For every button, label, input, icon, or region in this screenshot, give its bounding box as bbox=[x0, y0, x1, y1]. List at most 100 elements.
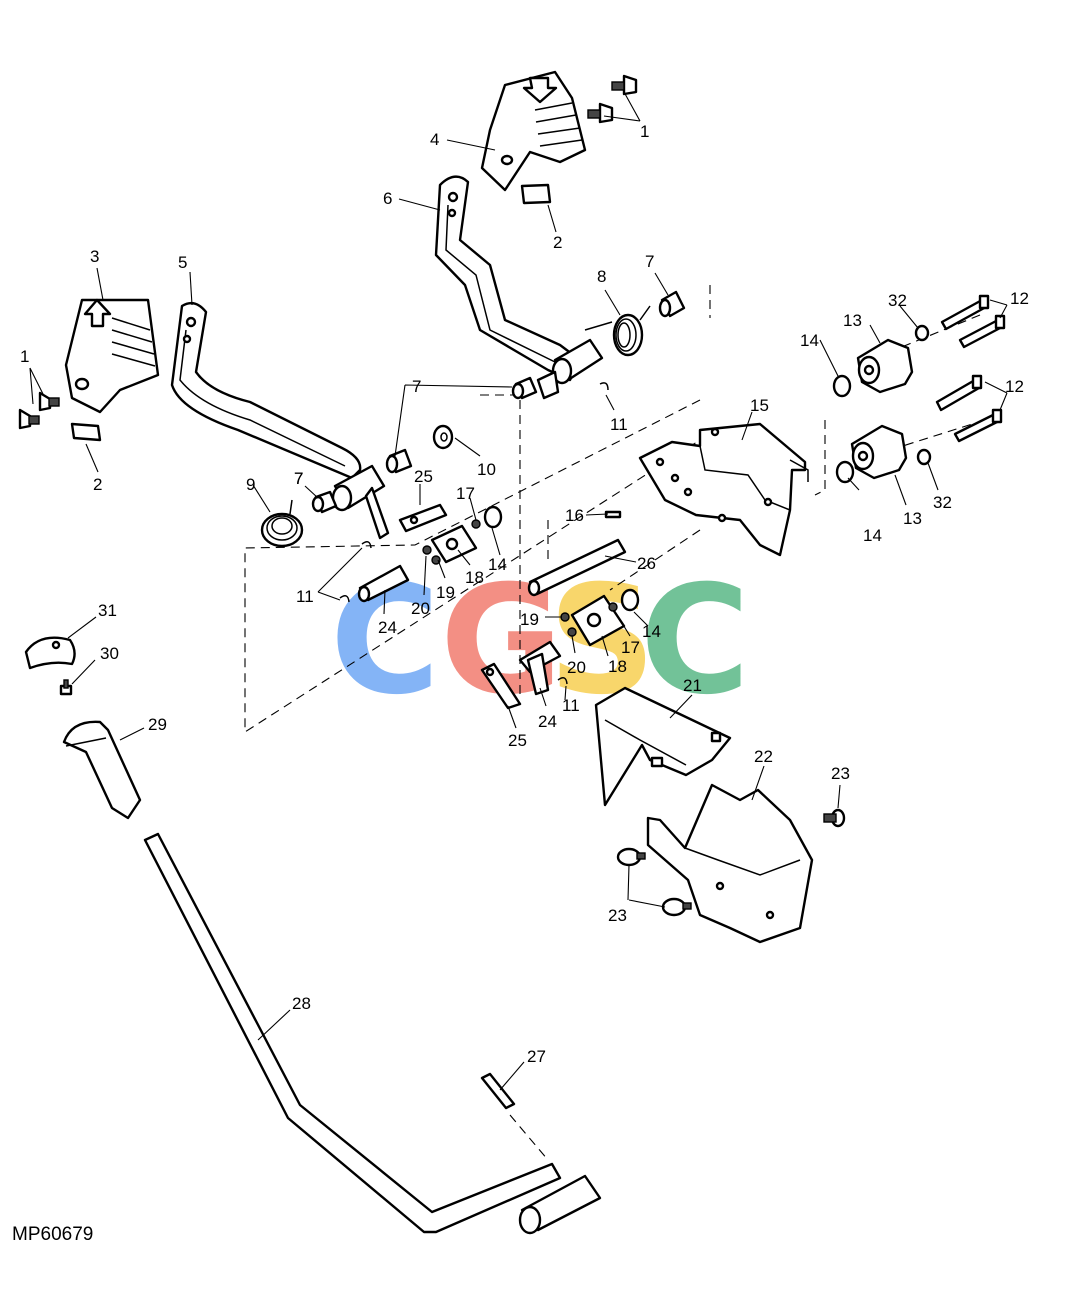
callout: 23 bbox=[831, 764, 850, 783]
callout: 14 bbox=[642, 622, 661, 641]
washer-32 bbox=[914, 324, 930, 342]
link-bar-lower bbox=[480, 662, 522, 710]
e-clip bbox=[599, 382, 609, 391]
callout: 16 bbox=[565, 506, 584, 525]
callout: 18 bbox=[465, 568, 484, 587]
callout: 6 bbox=[383, 189, 392, 208]
callout-labels: 1 1 2 2 3 4 5 6 7 7 7 7 8 9 10 11 11 11 … bbox=[20, 122, 1029, 1066]
left-pad-label bbox=[70, 422, 102, 442]
knob-cap bbox=[24, 636, 76, 670]
callout: 11 bbox=[610, 415, 628, 434]
callout: 19 bbox=[520, 610, 539, 629]
callout: 11 bbox=[562, 696, 580, 715]
callout: 11 bbox=[296, 587, 314, 606]
callout: 14 bbox=[863, 526, 882, 545]
callout: 24 bbox=[538, 712, 557, 731]
carriage-bolt bbox=[953, 408, 1003, 443]
callout: 9 bbox=[246, 475, 255, 494]
assembly-dashed-lines bbox=[244, 285, 986, 1161]
callout: 25 bbox=[414, 467, 433, 486]
e-clip bbox=[557, 677, 568, 685]
washer-10 bbox=[432, 424, 454, 450]
snap-ring bbox=[620, 588, 640, 612]
callout: 13 bbox=[903, 509, 922, 528]
right-pad-label bbox=[520, 183, 552, 205]
left-pedal-arm bbox=[170, 301, 362, 480]
adjusting-knob-upper bbox=[856, 338, 914, 394]
bushing bbox=[385, 448, 413, 474]
callout: 1 bbox=[640, 122, 649, 141]
spring-pin bbox=[480, 1072, 516, 1110]
callout: 21 bbox=[683, 676, 702, 695]
cross-shaft bbox=[527, 538, 627, 597]
callout: 1 bbox=[20, 347, 29, 366]
left-pad-screws bbox=[18, 391, 60, 430]
callout: 27 bbox=[527, 1047, 546, 1066]
callout: 14 bbox=[800, 331, 819, 350]
callout: 8 bbox=[597, 267, 606, 286]
handle-grip bbox=[62, 720, 142, 820]
carriage-bolt bbox=[940, 294, 990, 331]
knob-cap-hole bbox=[51, 640, 61, 650]
callout: 10 bbox=[477, 460, 496, 479]
adjusting-knob-lower bbox=[850, 424, 908, 480]
callout: 17 bbox=[456, 484, 475, 503]
callout: 20 bbox=[411, 599, 430, 618]
shield-plate bbox=[594, 686, 732, 807]
callout: 29 bbox=[148, 715, 167, 734]
torsion-spring-left bbox=[260, 499, 304, 548]
callout: 5 bbox=[178, 253, 187, 272]
cap-screw bbox=[59, 679, 73, 696]
push-rivet bbox=[661, 897, 692, 917]
snap-ring bbox=[832, 374, 852, 398]
washer-32 bbox=[916, 448, 932, 466]
bushing bbox=[511, 376, 538, 400]
snap-ring bbox=[483, 505, 503, 529]
right-pivot-tube bbox=[536, 338, 604, 400]
carriage-bolt bbox=[935, 374, 983, 412]
callout: 12 bbox=[1010, 289, 1029, 308]
pin-lower bbox=[518, 640, 562, 696]
callout: 13 bbox=[843, 311, 862, 330]
bearing-plate-upper bbox=[430, 524, 478, 564]
callout: 17 bbox=[621, 638, 640, 657]
callout: 7 bbox=[645, 252, 654, 271]
left-pedal-pad bbox=[64, 298, 160, 414]
callout: 25 bbox=[508, 731, 527, 750]
arrow-down-icon bbox=[522, 76, 558, 104]
leader-lines bbox=[29, 91, 1008, 1091]
figure-code: MP60679 bbox=[12, 1224, 93, 1245]
lift-lever bbox=[143, 832, 602, 1235]
left-pivot-tube bbox=[331, 464, 390, 540]
callout: 4 bbox=[430, 130, 439, 149]
push-rivet bbox=[616, 847, 646, 867]
arrow-up-icon bbox=[83, 298, 112, 328]
callout: 18 bbox=[608, 657, 627, 676]
torsion-spring-right bbox=[584, 305, 651, 357]
callout: 3 bbox=[90, 247, 99, 266]
screw-23 bbox=[823, 808, 846, 828]
callout: 7 bbox=[412, 377, 421, 396]
carriage-bolt bbox=[958, 314, 1006, 349]
callout: 26 bbox=[637, 554, 656, 573]
hex-nuts bbox=[422, 519, 618, 637]
callout: 7 bbox=[294, 469, 303, 488]
callout: 28 bbox=[292, 994, 311, 1013]
callout: 19 bbox=[436, 583, 455, 602]
mounting-bracket bbox=[638, 422, 809, 557]
watermark-letter-4: C bbox=[640, 554, 750, 728]
callout: 32 bbox=[933, 493, 952, 512]
callout: 2 bbox=[93, 475, 102, 494]
callout: 15 bbox=[750, 396, 769, 415]
callout: 22 bbox=[754, 747, 773, 766]
snap-ring bbox=[835, 460, 855, 484]
bushing bbox=[658, 290, 686, 318]
callout: 12 bbox=[1005, 377, 1024, 396]
callout: 32 bbox=[888, 291, 907, 310]
callout: 7 bbox=[294, 469, 303, 488]
link-bar-upper bbox=[398, 503, 448, 533]
e-clip bbox=[361, 541, 372, 549]
right-pad-screws bbox=[587, 74, 638, 124]
callout: 23 bbox=[608, 906, 627, 925]
